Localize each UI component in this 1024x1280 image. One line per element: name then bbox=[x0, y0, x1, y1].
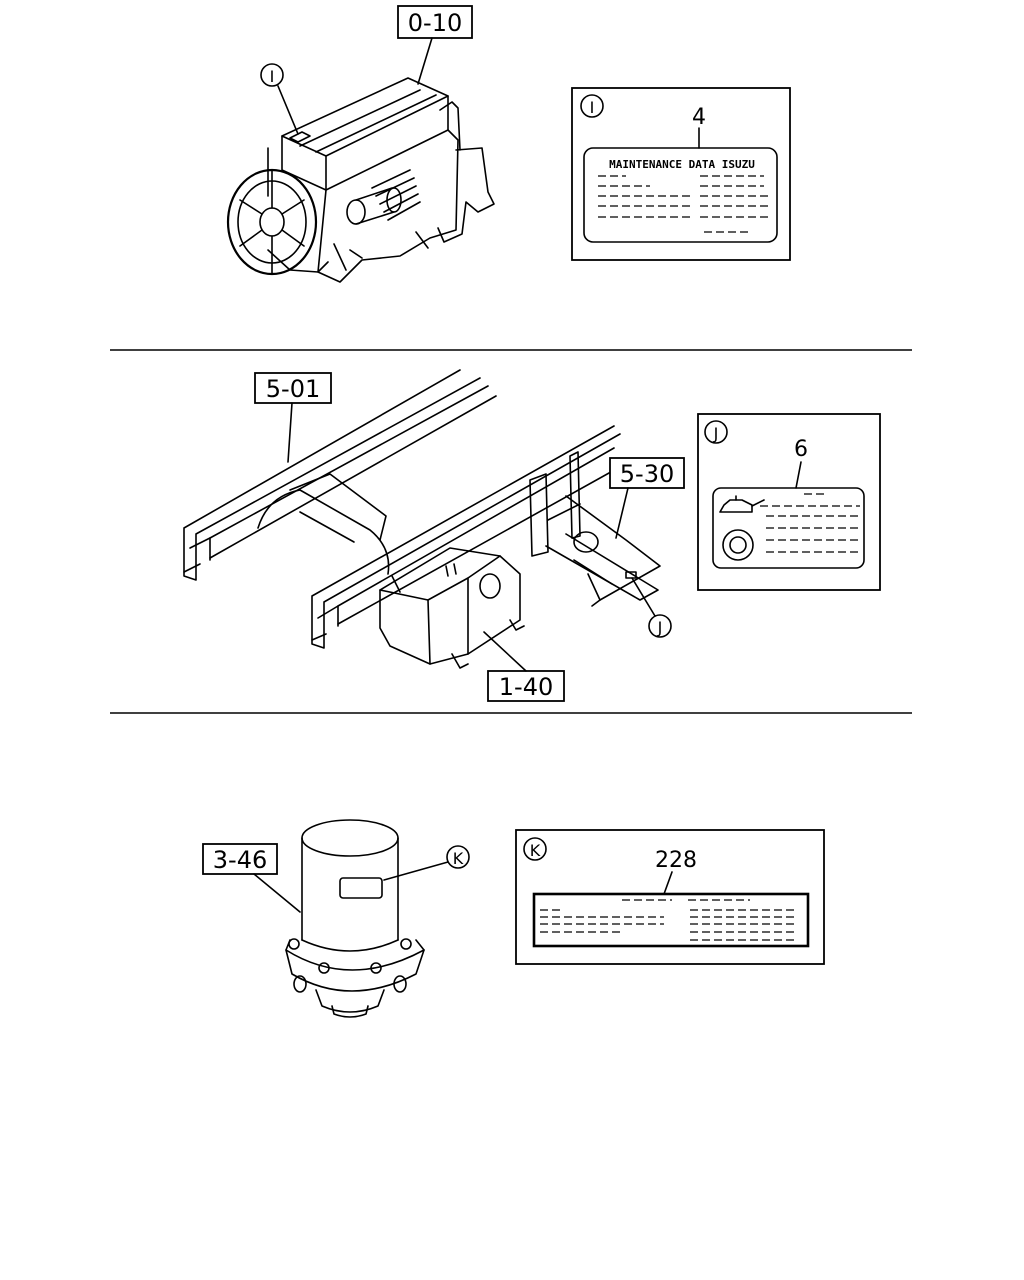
engine-illustration bbox=[226, 77, 495, 283]
marker-i-circle bbox=[260, 63, 284, 87]
frame-callout-box bbox=[254, 372, 332, 404]
engine-callout-box bbox=[397, 5, 473, 39]
hitch-callout-text: 5-30 bbox=[620, 460, 674, 488]
marker-j-text: J bbox=[657, 618, 663, 637]
marker-i-text: I bbox=[270, 67, 275, 86]
label-i-part-number: 4 bbox=[692, 105, 706, 130]
air-dryer-callout-text: 3-46 bbox=[213, 846, 267, 874]
frame-section: 5-01 5-30 1-40 J J 6 bbox=[183, 369, 881, 702]
air-dryer-illustration bbox=[285, 819, 425, 1018]
detail-k-marker: K bbox=[530, 841, 541, 860]
label-detail-k: K 228 bbox=[515, 829, 825, 965]
frame-callout-text: 5-01 bbox=[266, 375, 320, 403]
oil-can-icon bbox=[719, 495, 765, 513]
fuel-tank-callout-box bbox=[487, 670, 565, 702]
filter-icon bbox=[722, 529, 754, 561]
marker-k-circle bbox=[446, 845, 470, 869]
hitch-callout-box bbox=[609, 457, 685, 489]
label-detail-j: J 6 bbox=[697, 413, 881, 591]
marker-k-text: K bbox=[453, 849, 464, 868]
engine-callout-text: 0-10 bbox=[408, 9, 462, 37]
label-k-part-number: 228 bbox=[655, 848, 697, 873]
air-dryer-callout-box bbox=[202, 843, 278, 875]
label-detail-i: I 4 MAINTENANCE DATA ISUZU bbox=[571, 87, 791, 261]
fuel-tank-callout-text: 1-40 bbox=[499, 673, 553, 701]
frame-illustration bbox=[183, 369, 661, 669]
air-dryer-section: 3-46 K K 228 bbox=[202, 819, 825, 1018]
marker-j-circle bbox=[648, 614, 672, 638]
engine-section: 0-10 I I 4 MAINTENANCE DATA ISUZU bbox=[226, 5, 791, 283]
label-j-part-number: 6 bbox=[794, 437, 808, 462]
detail-i-marker: I bbox=[590, 98, 595, 117]
label-i-text: MAINTENANCE DATA ISUZU bbox=[609, 158, 755, 171]
detail-j-marker: J bbox=[713, 424, 719, 443]
